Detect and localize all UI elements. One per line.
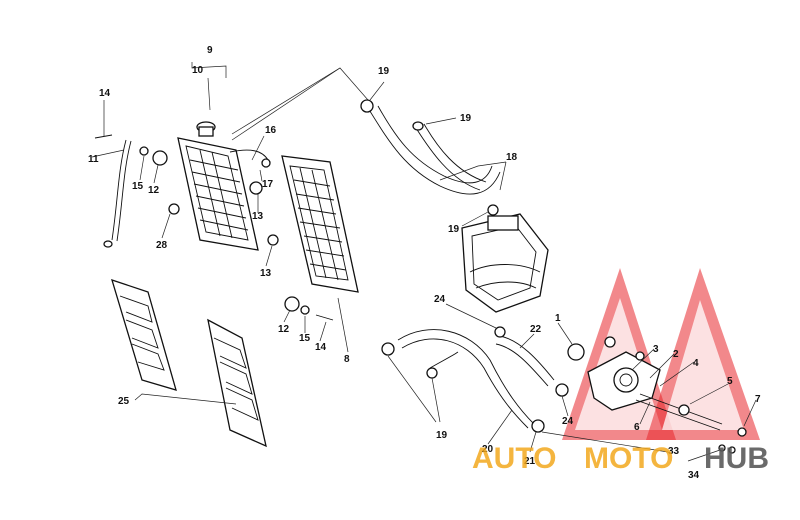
engine-cylinder (461, 213, 549, 313)
callout-19b: 19 (460, 113, 472, 124)
watermark-hub: HUB (704, 442, 769, 475)
right-radiator (267, 155, 359, 293)
callout-20: 20 (482, 444, 494, 455)
callout-19c: 19 (448, 224, 460, 235)
watermark-auto: AUTO (472, 442, 556, 475)
callout-6: 6 (634, 422, 640, 433)
callout-2: 2 (673, 349, 679, 360)
callout-1: 1 (555, 313, 561, 324)
upper-hose (360, 99, 501, 216)
callout-19: 19 (378, 66, 390, 77)
callout-9: 9 (207, 45, 213, 56)
callout-12b: 12 (278, 324, 290, 335)
hardware-left (94, 134, 334, 321)
callout-16: 16 (265, 125, 277, 136)
water-pump-assembly (567, 336, 747, 454)
callout-14: 14 (99, 88, 111, 99)
callout-13b: 13 (260, 268, 272, 279)
callout-34: 34 (688, 470, 700, 481)
callout-33: 33 (668, 446, 680, 457)
callout-13: 13 (252, 211, 264, 222)
watermark-wordmark: AUTO MOTO HUB (472, 442, 769, 475)
callout-15b: 15 (299, 333, 311, 344)
callout-7: 7 (755, 394, 761, 405)
callout-24b: 24 (562, 416, 574, 427)
radiator-louver-left (111, 278, 177, 391)
callout-3: 3 (653, 344, 659, 355)
callout-22: 22 (530, 324, 542, 335)
callout-4: 4 (693, 358, 699, 369)
watermark-moto: MOTO (584, 442, 673, 475)
callout-8: 8 (344, 354, 350, 365)
callout-10: 10 (192, 65, 204, 76)
radiator-louver-right (207, 318, 267, 448)
callout-11: 11 (88, 154, 99, 165)
callout-19d: 19 (436, 430, 448, 441)
callout-24: 24 (434, 294, 446, 305)
logo-triangle-right-inner (662, 300, 744, 430)
leader-lines (91, 62, 757, 462)
callout-labels: 9 10 14 11 15 12 28 16 17 13 13 12 15 14… (88, 45, 761, 481)
callout-12: 12 (148, 185, 160, 196)
callout-18: 18 (506, 152, 518, 163)
left-radiator (177, 121, 269, 251)
callout-28: 28 (156, 240, 168, 251)
callout-5: 5 (727, 376, 733, 387)
callout-17: 17 (262, 179, 274, 190)
callout-21: 21 (524, 456, 536, 467)
callout-25: 25 (118, 396, 130, 407)
callout-15: 15 (132, 181, 144, 192)
watermark-logo (562, 268, 760, 440)
callout-14b: 14 (315, 342, 327, 353)
lower-hose (381, 326, 569, 433)
overflow-hose (103, 139, 132, 248)
